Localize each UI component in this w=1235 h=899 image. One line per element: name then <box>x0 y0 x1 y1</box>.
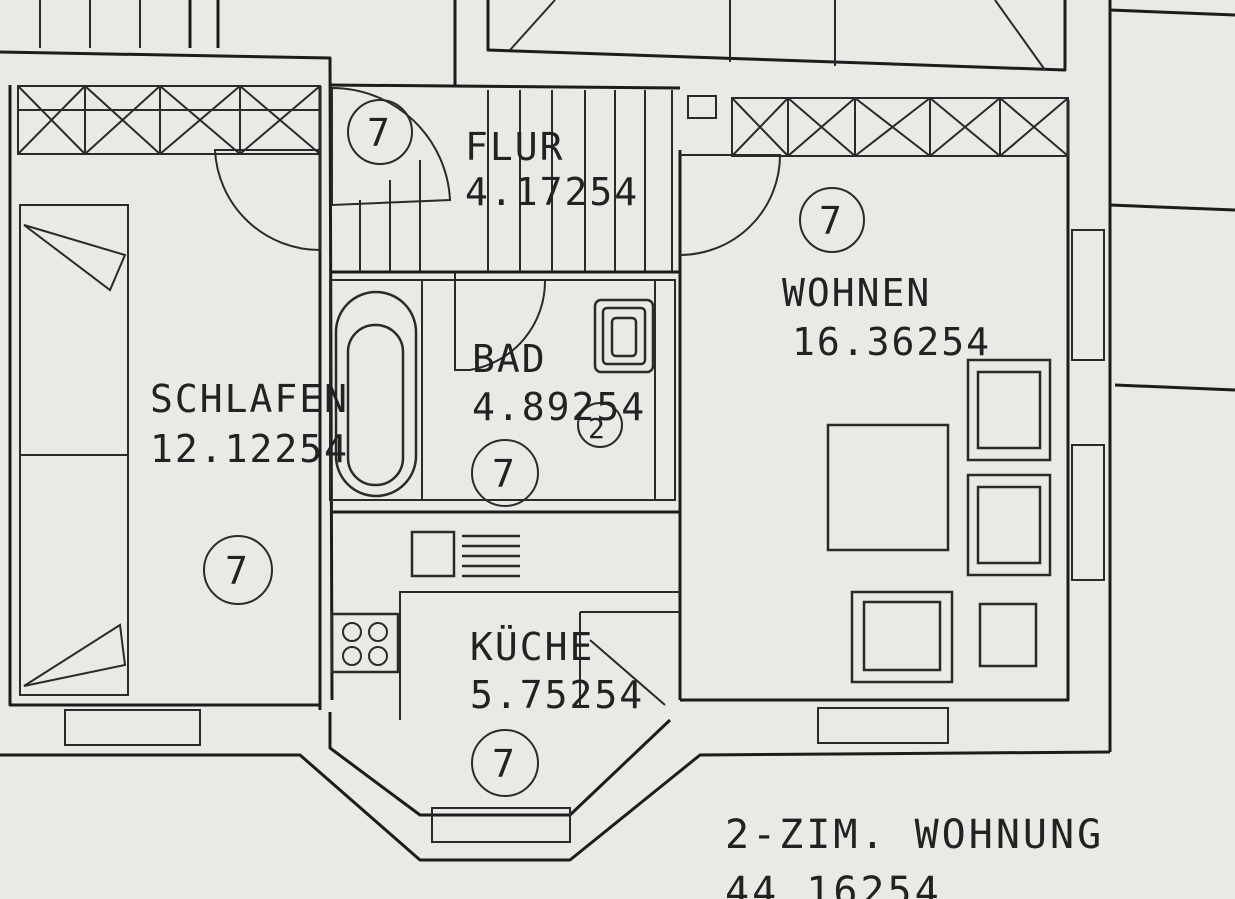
room-marker-flur: 7 <box>347 99 413 165</box>
marker-text-kueche: 7 <box>492 742 517 786</box>
bath-sink: 2 <box>577 402 623 448</box>
outer-walls <box>0 0 1235 862</box>
room-marker-schlafen: 7 <box>203 535 273 605</box>
bath-kitchen-walls <box>329 270 680 720</box>
hallway-floor-lines <box>359 90 673 272</box>
apartment-area: 44.16254 <box>725 869 942 899</box>
marker-text-schlafen: 7 <box>225 549 250 593</box>
room-marker-kueche: 7 <box>471 729 539 797</box>
room-name-schlafen: SCHLAFEN <box>150 377 349 421</box>
kitchen-hob <box>330 612 400 674</box>
living-furniture <box>826 229 1105 684</box>
upper-room-details <box>39 0 1046 71</box>
room-name-wohnen: WOHNEN <box>782 271 931 315</box>
bathtub <box>334 290 418 498</box>
room-area-wohnen: 16.36254 <box>792 320 991 364</box>
bath-marker: 2 <box>588 412 607 445</box>
room-name-flur: FLUR <box>465 125 565 169</box>
window-bedroom <box>17 85 321 155</box>
wc-toilet <box>593 298 655 374</box>
marker-text-bad: 7 <box>492 452 517 496</box>
window-sills <box>64 707 949 843</box>
kitchen-stove-row <box>410 530 520 578</box>
room-area-bad: 4.89254 <box>472 385 646 429</box>
apartment-title: 2-ZIM. WOHNUNG <box>725 812 1104 858</box>
bedroom-furniture <box>19 204 129 696</box>
room-area-schlafen: 12.12254 <box>150 427 349 471</box>
room-marker-wohnen: 7 <box>799 187 865 253</box>
room-name-kueche: KÜCHE <box>470 625 594 669</box>
door-swings <box>213 86 782 371</box>
window-living <box>687 95 1069 157</box>
room-area-kueche: 5.75254 <box>470 673 644 717</box>
room-name-bad: BAD <box>472 337 547 381</box>
marker-text-flur: 7 <box>367 111 392 155</box>
room-marker-bad: 7 <box>471 439 539 507</box>
marker-text-wohnen: 7 <box>819 199 844 243</box>
room-area-flur: 4.17254 <box>465 170 639 214</box>
